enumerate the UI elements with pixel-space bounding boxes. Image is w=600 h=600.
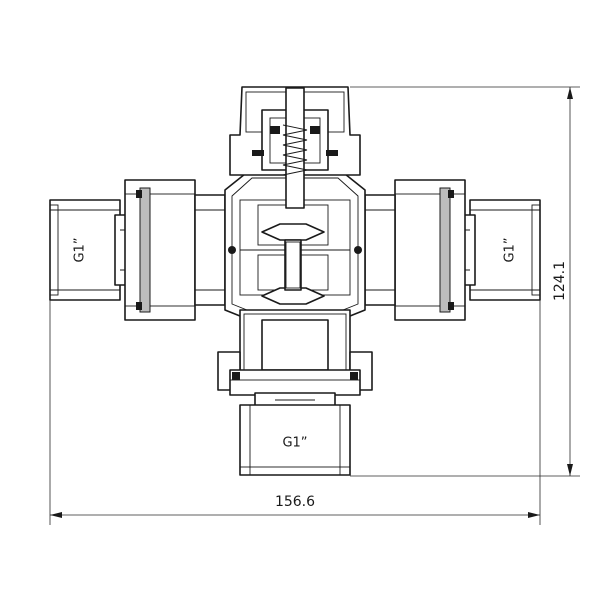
width-dimension-value: 156.6 bbox=[275, 494, 315, 510]
spring-icon bbox=[282, 124, 308, 176]
valve-body bbox=[224, 166, 366, 321]
height-dimension-value: 124.1 bbox=[552, 261, 568, 301]
bottom-port-label: G1” bbox=[282, 436, 307, 451]
width-dimension: 156.6 bbox=[49, 300, 541, 525]
height-dimension: 124.1 bbox=[350, 86, 580, 477]
right-port bbox=[364, 179, 541, 321]
top-bonnet bbox=[229, 86, 361, 209]
bottom-port bbox=[217, 309, 373, 476]
right-port-label: G1” bbox=[503, 237, 518, 262]
left-port-label: G1” bbox=[73, 237, 88, 262]
left-port bbox=[49, 179, 226, 321]
